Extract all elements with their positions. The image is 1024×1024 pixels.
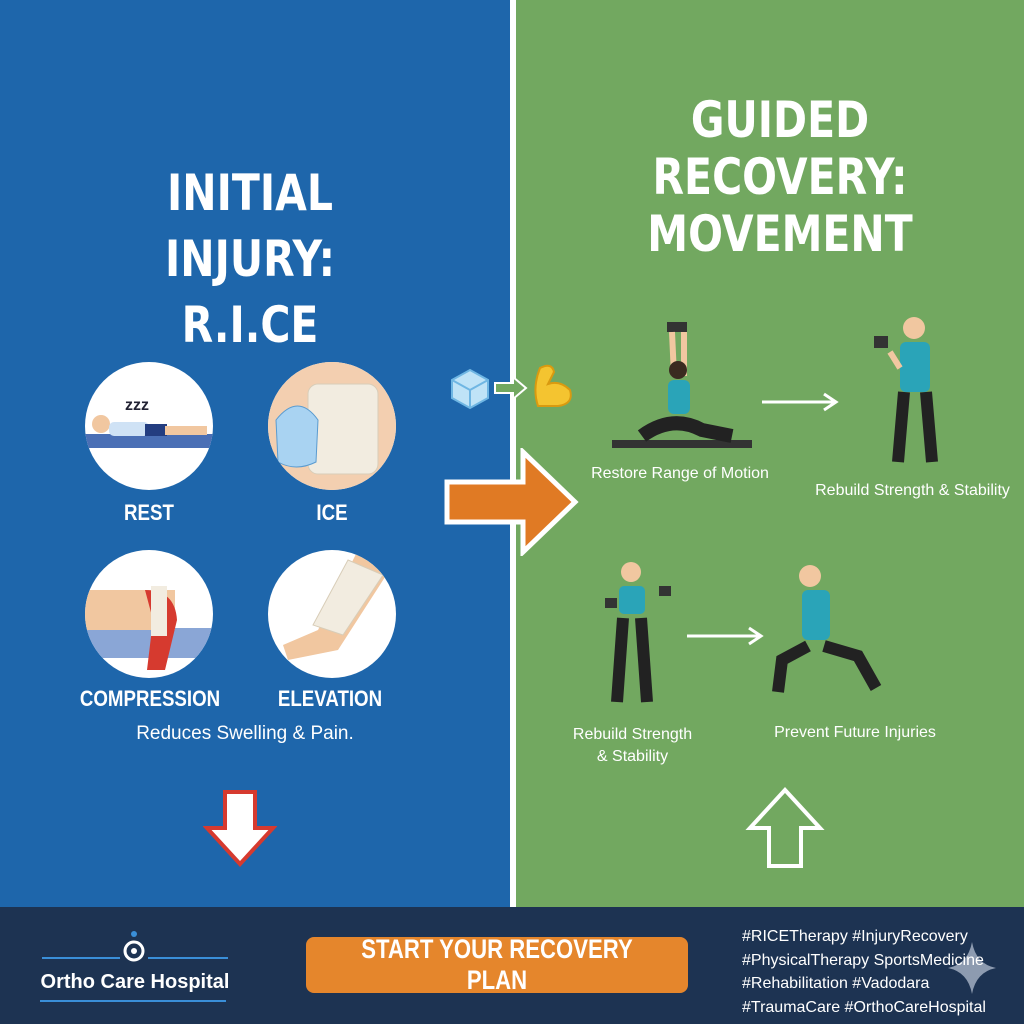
ice-illustration — [268, 362, 396, 490]
seated-stretch-figure-icon — [612, 322, 752, 448]
panel-divider — [510, 0, 516, 907]
recovery-panel — [516, 0, 1024, 907]
hashtags: #RICETherapy #InjuryRecovery #PhysicalTh… — [742, 925, 986, 1019]
down-arrow-icon — [203, 790, 277, 867]
compression-illustration — [85, 550, 213, 678]
man-dumbbell-figure-icon — [874, 317, 938, 463]
step-restore-range-label: Restore Range of Motion — [591, 465, 769, 482]
rest-illustration: zzz — [85, 362, 213, 490]
start-recovery-plan-button[interactable]: START YOUR RECOVERY PLAN — [306, 934, 688, 995]
ice-label: ICE — [316, 500, 348, 525]
elevation-icon — [283, 550, 396, 660]
elevation-illustration — [268, 550, 396, 678]
elevation-label: ELEVATION — [277, 686, 383, 711]
step-prevent-injuries-label: Prevent Future Injuries — [774, 724, 936, 741]
hashtag-line: #PhysicalTherapy SportsMedicine — [742, 951, 984, 969]
logo-underline — [40, 1000, 226, 1002]
sparkle-icon — [948, 942, 996, 994]
hospital-name: Ortho Care Hospital — [40, 971, 230, 993]
rice-title-line2: R.I.CE — [181, 296, 319, 354]
step-rebuild-strength-2-line2: & Stability — [596, 748, 669, 765]
sleep-text: zzz — [125, 397, 149, 414]
hashtag-line: #Rehabilitation #Vadodara — [742, 975, 930, 992]
recovery-title: GUIDED RECOVERY: MOVEMENT — [616, 92, 944, 263]
rest-label: REST — [124, 500, 174, 525]
recovery-title-line1: GUIDED — [690, 91, 870, 149]
flexed-bicep-icon — [534, 364, 572, 407]
arrow-right-icon-2 — [687, 626, 764, 646]
big-right-arrow-icon — [444, 448, 579, 556]
step-rebuild-strength-label: Rebuild Strength & Stability — [815, 482, 1010, 499]
small-right-arrow-icon — [494, 376, 528, 400]
cta-label: START YOUR RECOVERY PLAN — [361, 934, 633, 995]
arrow-right-icon — [762, 392, 839, 412]
compression-label: COMPRESSION — [79, 686, 221, 711]
hospital-logo-icon — [42, 931, 228, 962]
step-rebuild-strength-2-label: Rebuild Strength & Stability — [560, 724, 705, 768]
rice-caption: Reduces Swelling & Pain. — [136, 723, 354, 744]
rice-title: INITIAL INJURY: R.I.CE — [78, 160, 422, 358]
rice-title-line1: INITIAL INJURY: — [165, 164, 335, 288]
up-arrow-icon — [745, 787, 825, 868]
ice-cube-icon — [451, 368, 489, 410]
woman-dumbbell-figure-icon — [605, 562, 671, 703]
compression-icon — [85, 586, 213, 670]
hospital-logo[interactable]: Ortho Care Hospital — [40, 930, 230, 1002]
recovery-title-line3: MOVEMENT — [647, 205, 913, 263]
ice-pack-icon — [268, 362, 396, 490]
hashtag-line: #RICETherapy #InjuryRecovery — [742, 928, 968, 945]
lunge-figure-icon — [772, 565, 882, 693]
recovery-title-line2: RECOVERY: — [652, 148, 908, 206]
rice-panel — [0, 0, 510, 907]
rest-icon: zzz — [85, 397, 213, 448]
hashtag-line: #TraumaCare #OrthoCareHospital — [742, 998, 986, 1016]
step-rebuild-strength-2-line1: Rebuild Strength — [572, 726, 693, 743]
